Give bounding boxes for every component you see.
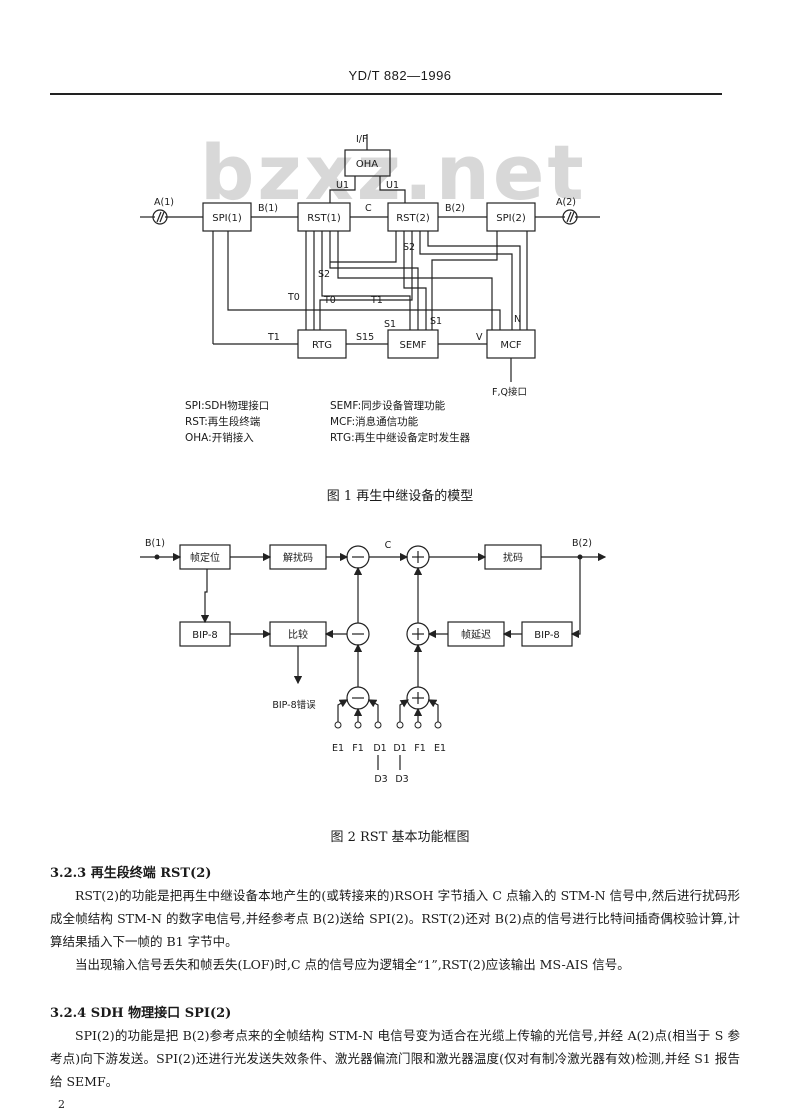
semf-label: SEMF	[399, 340, 426, 351]
header-rule	[50, 93, 722, 95]
d3-right-label: D3	[395, 774, 408, 785]
figure2-diagram: 帧定位 解扰码 扰码 BIP-8 比较 帧延迟 BIP-8 B(1) B(2) …	[140, 538, 607, 785]
legend-item: SEMF:同步设备管理功能	[330, 400, 446, 412]
frame-align-label: 帧定位	[190, 551, 220, 564]
v-label: V	[476, 332, 483, 343]
figure1-diagram: OHA SPI(1) RST(1) RST(2) SPI(2) RTG SEMF…	[140, 134, 600, 398]
standard-header: YD/T 882—1996	[348, 68, 452, 83]
rst1-label: RST(1)	[307, 213, 341, 224]
legend-item: SPI:SDH物理接口	[185, 400, 270, 412]
legend-item: OHA:开销接入	[185, 432, 254, 444]
spi2-label: SPI(2)	[496, 213, 526, 224]
s2-right-label: S2	[403, 242, 415, 253]
page-number: 2	[58, 1098, 65, 1111]
scramble-label: 扰码	[503, 551, 523, 564]
bip8-error-label: BIP-8错误	[272, 699, 316, 711]
watermark: bzxz.net	[200, 128, 587, 217]
s2-left-label: S2	[318, 269, 330, 280]
paragraph: 当出现输入信号丢失和帧丢失(LOF)时,C 点的信号应为逻辑全“1”,RST(2…	[75, 957, 630, 972]
section-heading: 3.2.4 SDH 物理接口 SPI(2)	[50, 1006, 232, 1021]
legend-item: MCF:消息通信功能	[330, 416, 419, 428]
d3-left-label: D3	[374, 774, 387, 785]
a1-label: A(1)	[154, 197, 174, 208]
frame-delay-label: 帧延迟	[461, 628, 491, 641]
paragraph: SPI(2)的功能是把 B(2)参考点来的全帧结构 STM-N 电信号变为适合在…	[50, 1028, 740, 1089]
figure1-legend-left: SPI:SDH物理接口 RST:再生段终端 OHA:开销接入	[185, 398, 269, 446]
legend-item: RTG:再生中继设备定时发生器	[330, 432, 471, 444]
rtg-label: RTG	[312, 340, 332, 351]
fq-interface-label: F,Q接口	[492, 386, 527, 398]
e1-left-label: E1	[332, 743, 344, 754]
u1-right-label: U1	[386, 180, 399, 191]
figure1-caption: 图 1 再生中继设备的模型	[326, 489, 474, 504]
compare-label: 比较	[288, 628, 308, 641]
b1-input-label: B(1)	[145, 538, 165, 549]
if-label: I/F	[356, 134, 367, 145]
descramble-label: 解扰码	[283, 551, 313, 564]
spi1-label: SPI(1)	[212, 213, 242, 224]
b2-label: B(2)	[445, 203, 465, 214]
section-heading: 3.2.3 再生段终端 RST(2)	[50, 866, 212, 881]
c-point-label: C	[385, 540, 392, 551]
s1-left-label: S1	[384, 319, 396, 330]
legend-item: RST:再生段终端	[185, 416, 261, 428]
t0-mid-label: T0	[323, 295, 336, 306]
mcf-label: MCF	[500, 340, 522, 351]
t1-left-label: T1	[267, 332, 280, 343]
e1-right-label: E1	[434, 743, 446, 754]
figure2-caption: 图 2 RST 基本功能框图	[330, 830, 470, 845]
paragraph: RST(2)的功能是把再生中继设备本地产生的(或转接来的)RSOH 字节插入 C…	[50, 888, 740, 949]
t0-left-label: T0	[287, 292, 300, 303]
rst2-label: RST(2)	[396, 213, 430, 224]
a2-label: A(2)	[556, 197, 576, 208]
figure1-legend-right: SEMF:同步设备管理功能 MCF:消息通信功能 RTG:再生中继设备定时发生器	[330, 398, 470, 446]
d1-right-label: D1	[393, 743, 406, 754]
ohia-label: OHA	[356, 159, 378, 170]
u1-left-label: U1	[336, 180, 349, 191]
s1-right-label: S1	[430, 316, 442, 327]
d1-left-label: D1	[373, 743, 386, 754]
n-label: N	[514, 314, 521, 325]
f1-left-label: F1	[352, 743, 364, 754]
b2-output-label: B(2)	[572, 538, 592, 549]
f1-right-label: F1	[414, 743, 426, 754]
t1-mid-label: T1	[370, 295, 383, 306]
b1-label: B(1)	[258, 203, 278, 214]
c-label: C	[365, 203, 372, 214]
s15-label: S15	[356, 332, 374, 343]
bip8-right-label: BIP-8	[534, 630, 560, 641]
bip8-left-label: BIP-8	[192, 630, 218, 641]
